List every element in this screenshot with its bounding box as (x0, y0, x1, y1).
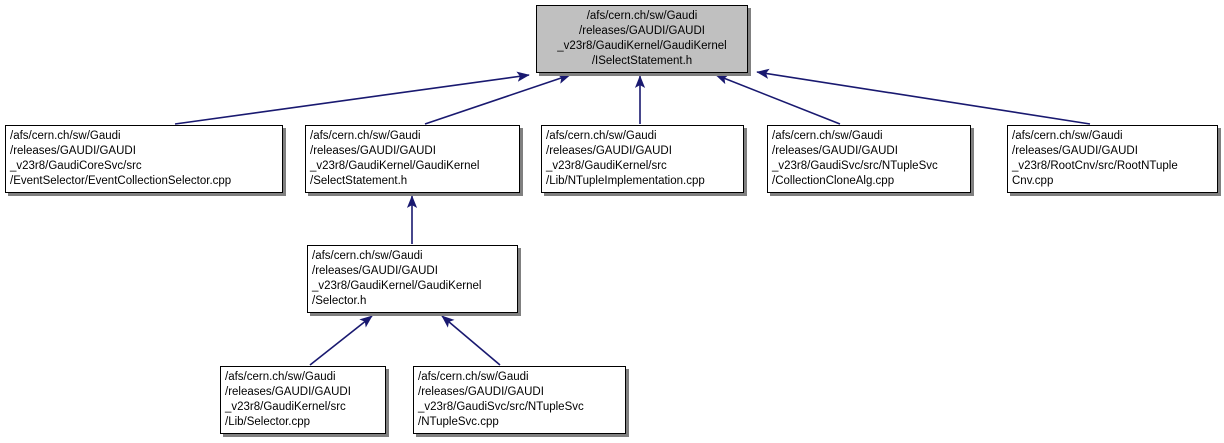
node-selectorcpp[interactable]: /afs/cern.ch/sw/Gaudi /releases/GAUDI/GA… (220, 366, 386, 434)
node-collectionclonealg[interactable]: /afs/cern.ch/sw/Gaudi /releases/GAUDI/GA… (767, 125, 971, 193)
edge-selectstatement-to-iselectstatement (424, 73, 571, 125)
edge-eventcollectionselector-to-iselectstatement (174, 71, 530, 125)
node-label: /afs/cern.ch/sw/Gaudi /releases/GAUDI/GA… (546, 130, 705, 187)
node-ntupleimplementation[interactable]: /afs/cern.ch/sw/Gaudi /releases/GAUDI/GA… (541, 125, 744, 193)
edge-rootntuplecnv-to-iselectstatement (756, 68, 1091, 125)
node-selectstatement[interactable]: /afs/cern.ch/sw/Gaudi /releases/GAUDI/GA… (305, 125, 520, 193)
edge-collectionclonealg-to-iselectstatement (715, 74, 841, 125)
node-label: /afs/cern.ch/sw/Gaudi /releases/GAUDI/GA… (312, 250, 482, 307)
edge-selectorcpp-to-selector (309, 315, 373, 366)
edge-ntuplesvccpp-to-selector (441, 315, 501, 366)
node-rootntuplecnv[interactable]: /afs/cern.ch/sw/Gaudi /releases/GAUDI/GA… (1007, 125, 1218, 193)
node-eventcollectionselector[interactable]: /afs/cern.ch/sw/Gaudi /releases/GAUDI/GA… (5, 125, 283, 193)
node-label: /afs/cern.ch/sw/Gaudi /releases/GAUDI/GA… (225, 371, 351, 428)
node-label: /afs/cern.ch/sw/Gaudi /releases/GAUDI/GA… (10, 130, 232, 187)
node-iselectstatement[interactable]: /afs/cern.ch/sw/Gaudi /releases/GAUDI/GA… (536, 5, 748, 73)
node-label: /afs/cern.ch/sw/Gaudi /releases/GAUDI/GA… (310, 130, 480, 187)
node-label: /afs/cern.ch/sw/Gaudi /releases/GAUDI/GA… (772, 130, 938, 187)
node-label: /afs/cern.ch/sw/Gaudi /releases/GAUDI/GA… (557, 10, 727, 67)
node-selector[interactable]: /afs/cern.ch/sw/Gaudi /releases/GAUDI/GA… (307, 245, 518, 313)
node-label: /afs/cern.ch/sw/Gaudi /releases/GAUDI/GA… (1012, 130, 1178, 187)
node-label: /afs/cern.ch/sw/Gaudi /releases/GAUDI/GA… (418, 371, 584, 428)
edges (174, 68, 1091, 366)
node-ntuplesvccpp[interactable]: /afs/cern.ch/sw/Gaudi /releases/GAUDI/GA… (413, 366, 626, 434)
